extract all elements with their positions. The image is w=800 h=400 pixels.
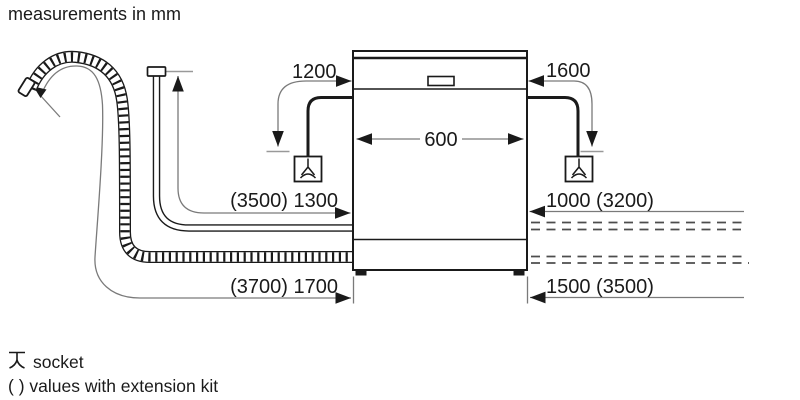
power-cord-right <box>527 96 580 156</box>
legend-socket-symbol-icon <box>9 351 25 369</box>
dimension-arc-power-cord-right <box>528 75 598 147</box>
label-power-cord-right: 1600 <box>546 60 591 82</box>
dishwasher <box>352 50 528 276</box>
power-cords <box>306 96 580 156</box>
legend: socket ( ) values with extension kit <box>8 351 218 396</box>
dimension-tail-drain-hose <box>39 94 61 118</box>
legend-extension-label: ( ) values with extension kit <box>8 376 218 396</box>
door-handle <box>427 75 455 87</box>
legend-socket-label: socket <box>33 352 84 372</box>
label-drain-hose-right: 1500 (3500) <box>546 276 654 298</box>
dimension-ticks <box>165 70 604 153</box>
label-drain-hose-left: (3700) 1700 <box>230 276 338 298</box>
dimension-line-drain-hose-left <box>41 65 351 304</box>
drain-hose-corrugation <box>26 52 352 262</box>
dashed-hose-routes <box>531 221 749 264</box>
left-foot <box>355 270 367 276</box>
socket-left-icon <box>293 155 323 183</box>
label-power-cord-left: 1200 <box>292 61 337 83</box>
power-cord-left <box>306 96 353 156</box>
label-supply-hose-left: (3500) 1300 <box>230 190 338 212</box>
right-foot <box>513 270 525 276</box>
supply-hose-connector <box>146 66 167 77</box>
label-appliance-width: 600 <box>424 129 457 151</box>
dimension-line-supply-hose-left <box>172 76 351 219</box>
page-title: measurements in mm <box>8 4 181 24</box>
drain-hose-end-cap <box>17 76 36 98</box>
supply-hose-inner <box>154 76 352 231</box>
socket-right-glyph <box>570 158 588 179</box>
drain-hose <box>17 50 352 263</box>
dimension-arc-power-cord-left <box>272 75 352 147</box>
socket-right-icon <box>564 155 594 183</box>
dishwasher-outline <box>352 50 528 271</box>
supply-hose <box>146 66 352 232</box>
dimension-lines <box>39 65 744 304</box>
label-supply-hose-right: 1000 (3200) <box>546 190 654 212</box>
socket-left-box <box>293 155 323 183</box>
socket-left-glyph <box>299 158 317 179</box>
